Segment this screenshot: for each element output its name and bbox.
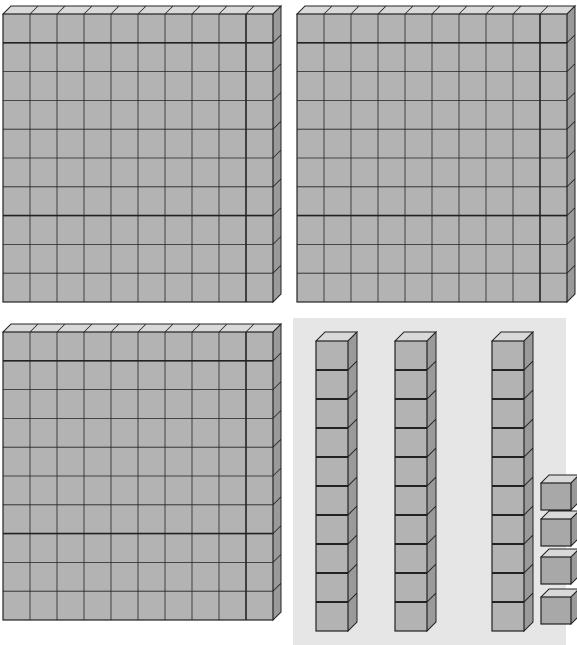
unit-cube bbox=[541, 589, 577, 624]
unit-cube bbox=[541, 511, 577, 546]
hundred-flat bbox=[3, 6, 281, 302]
ten-rod bbox=[492, 332, 533, 631]
unit-front-face bbox=[541, 519, 571, 546]
unit-cube bbox=[541, 549, 577, 584]
ten-rod bbox=[316, 332, 357, 631]
hundred-flat bbox=[3, 324, 281, 620]
unit-front-face bbox=[541, 597, 571, 624]
unit-front-face bbox=[541, 557, 571, 584]
unit-cube bbox=[541, 475, 577, 510]
hundred-flat bbox=[297, 6, 575, 302]
ten-rod bbox=[395, 332, 436, 631]
unit-front-face bbox=[541, 483, 571, 510]
